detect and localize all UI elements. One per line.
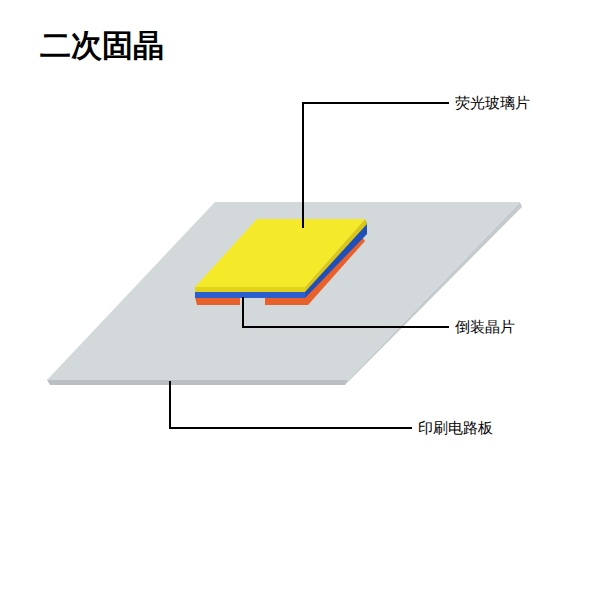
- leader-line: [303, 103, 449, 228]
- board-edge: [47, 380, 348, 385]
- part-label: 荧光玻璃片: [453, 95, 532, 112]
- part-label: 倒装晶片: [453, 319, 517, 336]
- part-label: 印刷电路板: [416, 420, 495, 437]
- phosphor-glass: [195, 219, 365, 287]
- flip-chip: [195, 288, 305, 298]
- leader-line: [170, 381, 412, 428]
- phosphor-glass: [195, 287, 305, 292]
- leader-line: [243, 297, 449, 327]
- chip-pad: [195, 297, 240, 305]
- diagram-title: 二次固晶: [40, 28, 164, 62]
- circuit-board: [47, 202, 520, 380]
